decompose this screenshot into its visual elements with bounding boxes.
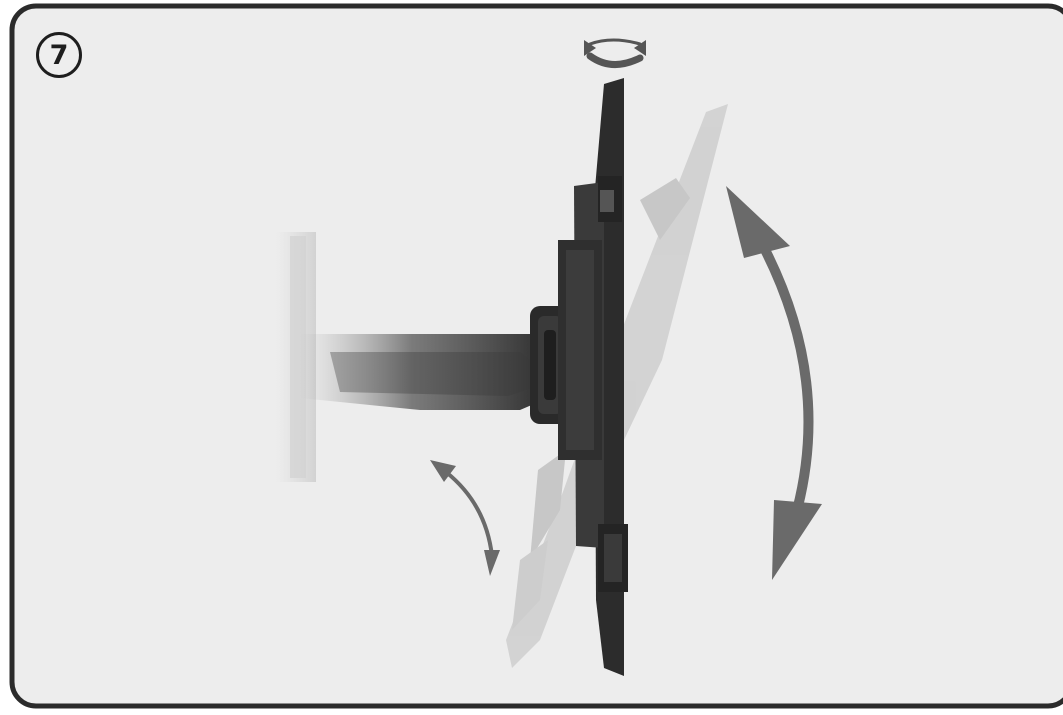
step-badge: 7: [36, 32, 82, 78]
step-number: 7: [50, 42, 69, 69]
swivel-arm: [300, 334, 548, 410]
